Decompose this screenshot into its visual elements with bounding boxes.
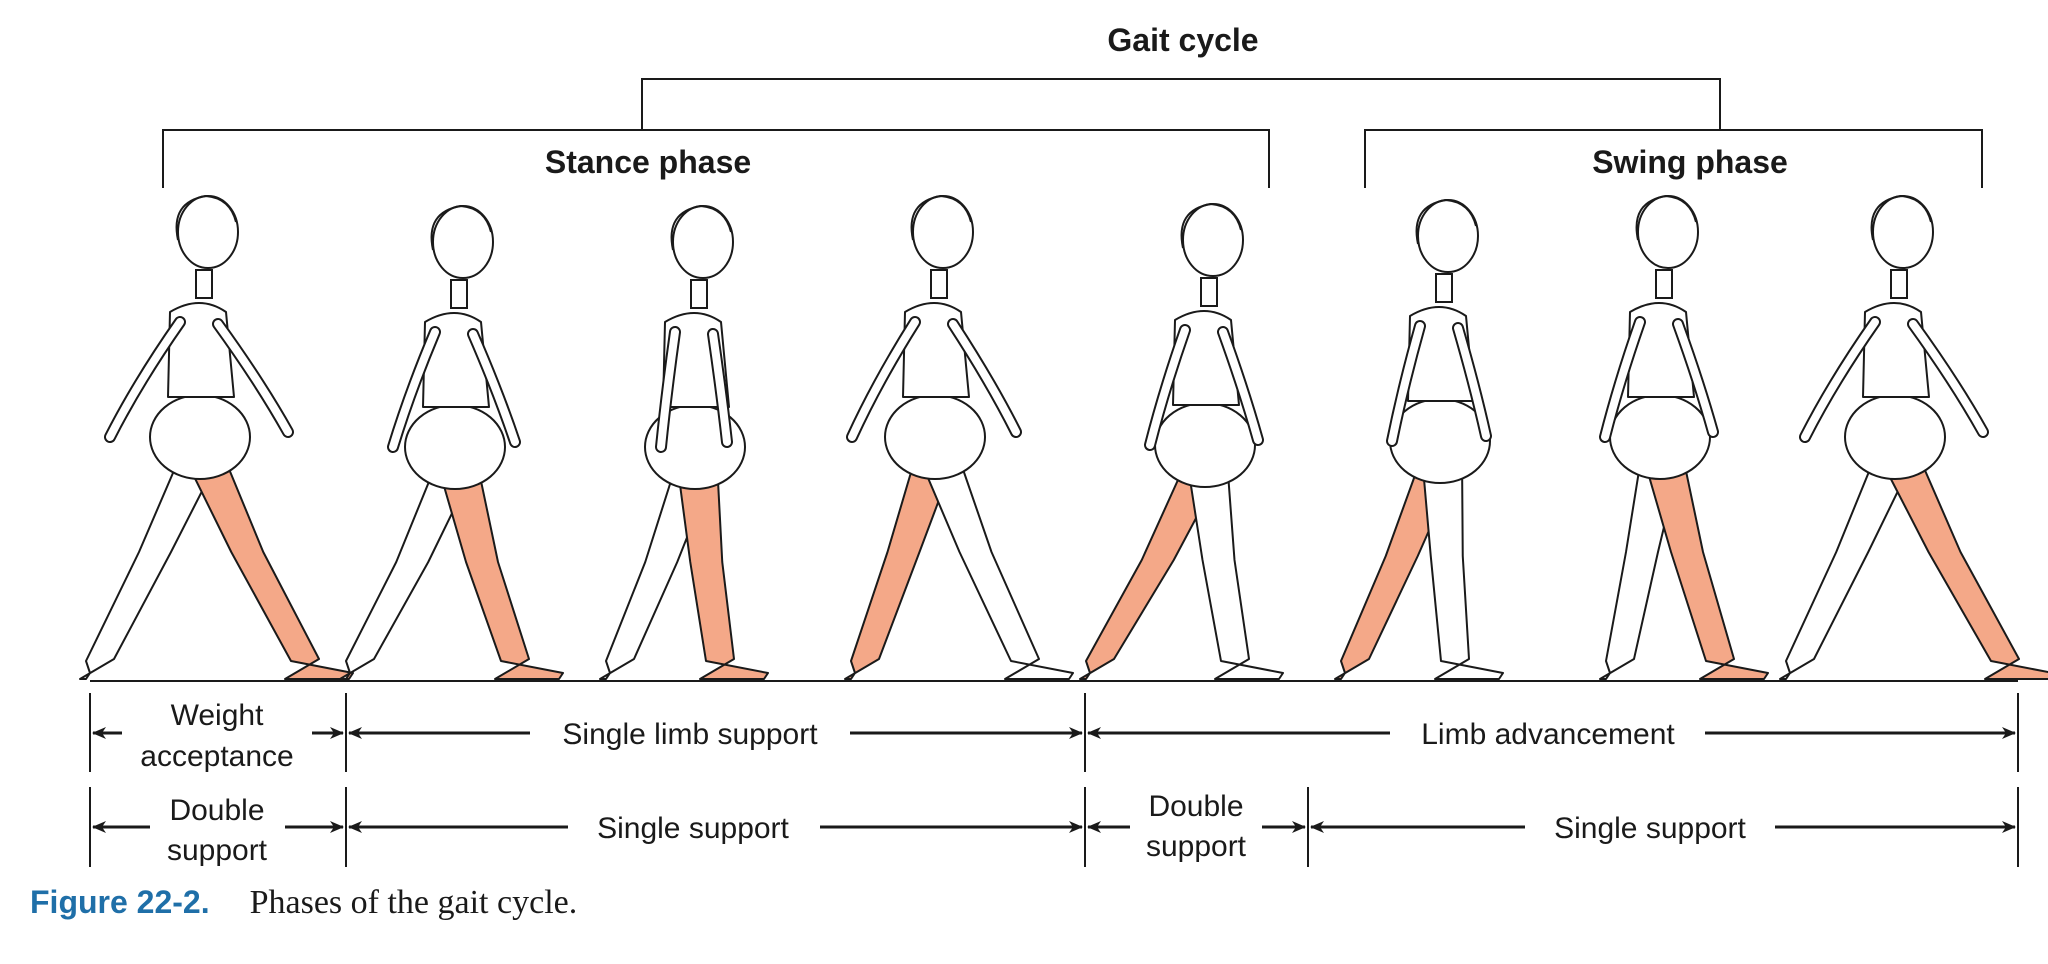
- walking-figure: [79, 194, 354, 680]
- neck: [450, 279, 468, 309]
- hips: [884, 394, 986, 480]
- walking-figure: [1599, 194, 1769, 680]
- weight-acceptance-label-2: acceptance: [140, 740, 293, 773]
- single-support-a-label: Single support: [597, 812, 789, 845]
- front-leg: [181, 451, 354, 680]
- back-arm-fill: [389, 328, 439, 451]
- front-leg: [1186, 459, 1284, 680]
- back-arm-fill: [1146, 326, 1189, 449]
- neck: [1200, 277, 1218, 307]
- front-leg: [1421, 455, 1504, 680]
- single-support-b-label: Single support: [1554, 812, 1746, 845]
- back-arm-fill: [1601, 318, 1644, 441]
- boundary-ticks: [89, 693, 2019, 867]
- back-arm-fill: [106, 318, 184, 441]
- hips: [1154, 402, 1256, 488]
- swing-phase-bracket: [1364, 129, 1983, 188]
- front-arm-fill: [1219, 328, 1262, 444]
- double-support-a-label-1: Double: [169, 794, 264, 827]
- double-support-a-label-2: support: [167, 834, 268, 867]
- walking-figure: [339, 204, 564, 680]
- figure-caption: Figure 22-2. Phases of the gait cycle.: [30, 884, 577, 934]
- hips: [404, 404, 506, 490]
- front-leg: [1876, 451, 2048, 680]
- double-support-b-label-1: Double: [1148, 790, 1243, 823]
- front-arm-fill: [469, 330, 519, 446]
- weight-acceptance-label-1: Weight: [171, 699, 264, 732]
- walking-figure: [844, 194, 1074, 680]
- front-leg: [676, 461, 769, 680]
- walking-figure: [1079, 202, 1284, 680]
- neck: [1890, 269, 1908, 299]
- front-arm-fill: [1674, 320, 1717, 436]
- hair: [430, 204, 492, 251]
- back-arm-fill: [657, 328, 679, 451]
- front-leg: [916, 451, 1074, 680]
- hair: [1180, 202, 1242, 249]
- figure-caption-text: Phases of the gait cycle.: [249, 884, 578, 921]
- hair: [670, 204, 732, 251]
- stance-phase-label: Stance phase: [545, 144, 751, 180]
- single-limb-support-label: Single limb support: [562, 718, 818, 751]
- neck: [1655, 269, 1673, 299]
- back-arm-fill: [1801, 318, 1879, 441]
- stance-phase-bracket: [162, 129, 1270, 188]
- hair: [1870, 194, 1932, 241]
- walking-figure: [1334, 198, 1504, 680]
- front-arm-fill: [949, 320, 1020, 436]
- front-arm-fill: [214, 320, 292, 436]
- back-leg: [79, 451, 223, 680]
- front-arm-fill: [709, 330, 731, 446]
- back-arm-fill: [1388, 322, 1424, 445]
- front-arm-fill: [1454, 324, 1490, 440]
- limb-advancement-label: Limb advancement: [1421, 718, 1675, 751]
- front-leg: [1641, 451, 1769, 680]
- hair: [1415, 198, 1477, 245]
- hips: [1609, 394, 1711, 480]
- hips: [1844, 394, 1946, 480]
- neck: [930, 269, 948, 299]
- front-arm-fill: [1909, 320, 1987, 436]
- walking-figures: [79, 194, 2048, 680]
- double-support-b-label-2: support: [1146, 830, 1247, 863]
- gait-cycle-bracket: [641, 78, 1721, 130]
- neck: [690, 279, 708, 309]
- hair: [1635, 194, 1697, 241]
- back-leg: [1779, 451, 1918, 680]
- walking-figure: [1779, 194, 2048, 680]
- back-arm-fill: [848, 318, 919, 441]
- hair: [910, 194, 972, 241]
- gait-cycle-label: Gait cycle: [1107, 22, 1258, 58]
- hair: [175, 194, 237, 241]
- walking-figure: [599, 204, 769, 680]
- front-leg: [436, 461, 564, 680]
- hips: [149, 394, 251, 480]
- swing-phase-label: Swing phase: [1592, 144, 1788, 180]
- figure-number: Figure 22-2.: [30, 884, 210, 920]
- neck: [195, 269, 213, 299]
- neck: [1435, 273, 1453, 303]
